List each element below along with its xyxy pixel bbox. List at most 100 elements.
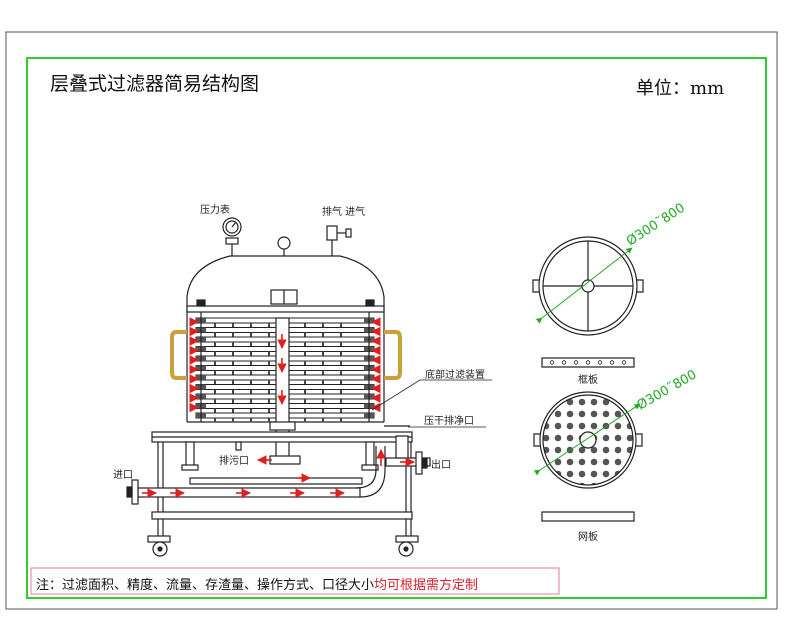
drain-label: 排污口	[219, 454, 249, 467]
plate-spacer	[304, 370, 306, 375]
plate-spacer	[214, 332, 216, 337]
frame-plate-dimension: Ø300˜800	[624, 201, 688, 250]
note-text: 注：过滤面积、精度、流量、存渣量、操作方式、口径大小均可根据需方定制	[36, 574, 478, 593]
plate-spacer	[232, 389, 234, 394]
left-handle	[170, 330, 187, 380]
plate-spacer	[322, 389, 324, 394]
plate-spacer	[214, 351, 216, 356]
right-handle	[384, 330, 402, 380]
plate-spacer	[322, 418, 324, 423]
plate-spacer	[322, 370, 324, 375]
plate-spacer	[322, 408, 324, 413]
plate-spacer	[214, 370, 216, 375]
filter-assembly	[170, 217, 402, 423]
inlet-label: 进口	[113, 469, 133, 481]
plate-spacer	[322, 342, 324, 347]
plate-spacer	[214, 323, 216, 328]
unit-label: 单位：mm	[636, 78, 725, 99]
frame-plate-label: 框板	[578, 373, 598, 386]
plate-spacer	[250, 370, 252, 375]
sheet-border	[5, 31, 778, 610]
plate-spacer	[232, 342, 234, 347]
frame-plate-hole	[549, 360, 555, 365]
page-title: 层叠式过滤器简易结构图	[50, 73, 260, 95]
plate-spacer	[214, 361, 216, 366]
frame-plate-hole	[597, 360, 603, 365]
plate-spacer	[304, 342, 306, 347]
plate-spacer	[214, 342, 216, 347]
plate-spacer	[304, 323, 306, 328]
plate-spacer	[304, 351, 306, 356]
plate-spacer	[250, 408, 252, 413]
frame-plate-hole	[621, 360, 627, 365]
frame-plate-side-holes	[549, 360, 627, 365]
plate-spacer	[322, 332, 324, 337]
plate-spacer	[232, 418, 234, 423]
plate-spacer	[268, 380, 270, 385]
plate-spacer	[268, 370, 270, 375]
outlet-label: 出口	[431, 458, 451, 471]
plate-spacer	[250, 399, 252, 404]
plate-spacer	[340, 332, 342, 337]
plate-spacer	[214, 389, 216, 394]
plate-spacer	[250, 332, 252, 337]
note-prefix: 注：过滤面积、精度、流量、存渣量、操作方式、口径大小	[36, 578, 375, 593]
plate-spacer	[268, 389, 270, 394]
plate-spacer	[250, 351, 252, 356]
plate-spacer	[268, 351, 270, 356]
plate-spacer	[268, 418, 270, 423]
mesh-plate-dimension-line	[533, 403, 641, 476]
plate-spacer	[250, 418, 252, 423]
plate-spacer	[268, 332, 270, 337]
plate-spacer	[250, 342, 252, 347]
plate-spacer	[268, 361, 270, 366]
plate-spacer	[268, 342, 270, 347]
plate-spacer	[250, 380, 252, 385]
plate-spacer	[340, 408, 342, 413]
plate-spacer	[304, 380, 306, 385]
plate-spacer	[340, 399, 342, 404]
frame-plate-dimension-line	[535, 247, 633, 324]
plate-spacer	[214, 380, 216, 385]
frame-plate-drawing	[532, 236, 644, 368]
plate-spacer	[304, 361, 306, 366]
flow-arrows	[142, 317, 415, 498]
plate-spacer	[304, 418, 306, 423]
plate-spacer	[214, 399, 216, 404]
plate-spacer	[304, 389, 306, 394]
vent-valve-icon	[326, 225, 338, 241]
leader-lines	[371, 379, 492, 428]
plate-spacer	[214, 418, 216, 423]
plate-spacer	[214, 408, 216, 413]
filter-dome	[186, 255, 385, 298]
plate-spacer	[304, 332, 306, 337]
plate-spacer	[340, 323, 342, 328]
lifting-ring-icon	[277, 236, 291, 250]
plate-spacer	[268, 408, 270, 413]
vent-inlet-label: 排气 进气	[322, 205, 365, 218]
plate-spacer	[322, 399, 324, 404]
plate-spacer	[232, 361, 234, 366]
plate-spacer	[232, 399, 234, 404]
plate-spacer	[322, 351, 324, 356]
plate-spacer	[232, 370, 234, 375]
plate-spacer	[340, 342, 342, 347]
plate-spacer	[322, 380, 324, 385]
plate-spacer	[304, 408, 306, 413]
plate-spacer	[232, 408, 234, 413]
press-dry-outlet-label: 压干排净口	[424, 414, 474, 427]
frame-plate-hole	[585, 360, 591, 365]
pressure-gauge-label: 压力表	[200, 203, 230, 216]
plate-spacer	[322, 323, 324, 328]
plate-spacer	[250, 389, 252, 394]
plate-spacer	[340, 370, 342, 375]
plate-spacer	[268, 399, 270, 404]
bottom-filter-label: 底部过滤装置	[425, 368, 485, 381]
plate-spacer	[304, 399, 306, 404]
plate-spacer	[268, 323, 270, 328]
plate-spacer	[340, 418, 342, 423]
plate-spacer	[250, 323, 252, 328]
plate-spacer	[340, 351, 342, 356]
plate-spacer	[340, 380, 342, 385]
